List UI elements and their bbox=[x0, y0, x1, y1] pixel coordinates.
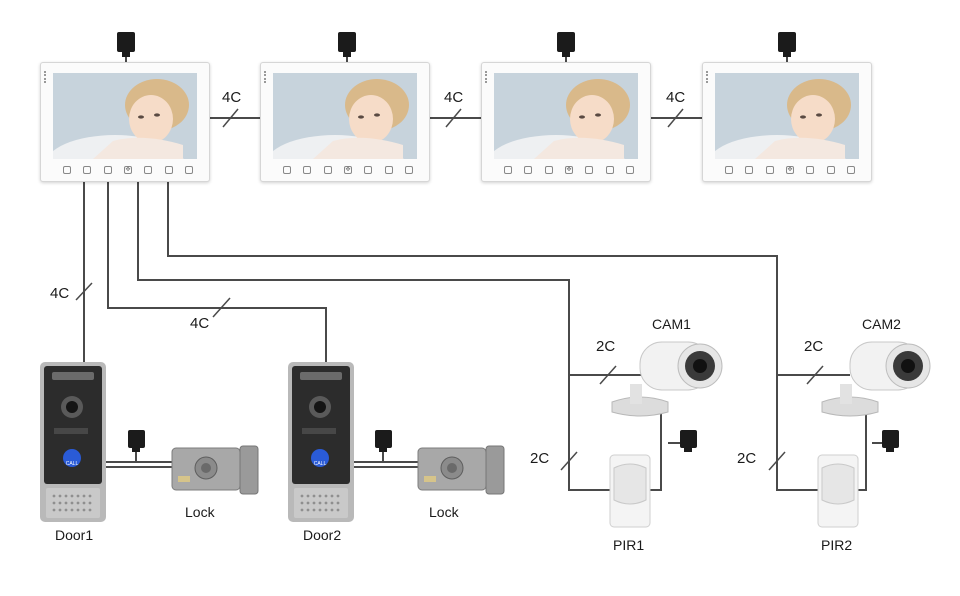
power-adapter-icon bbox=[338, 32, 356, 57]
link-label: 4C bbox=[222, 89, 242, 106]
link-label: 2C bbox=[530, 450, 550, 467]
monitor-2: ✥ bbox=[260, 62, 430, 182]
link-label: 2C bbox=[596, 338, 616, 355]
device-label-door2: Door2 bbox=[303, 527, 342, 543]
doorbell-camera-icon bbox=[40, 362, 106, 522]
device-label-cam1: CAM1 bbox=[652, 316, 691, 332]
monitor-4: ✥ bbox=[702, 62, 872, 182]
link-label: 4C bbox=[444, 89, 464, 106]
monitor-screen-photo bbox=[273, 73, 417, 159]
wire-cam1-pir1 bbox=[568, 375, 610, 491]
device-label-cam2: CAM2 bbox=[862, 316, 901, 332]
power-adapter-icon bbox=[128, 430, 145, 452]
link-label: 4C bbox=[190, 315, 210, 332]
power-adapter-icon bbox=[375, 430, 392, 452]
link-label: 4C bbox=[50, 285, 70, 302]
link-label: 2C bbox=[737, 450, 757, 467]
bullet-camera-icon bbox=[611, 341, 723, 417]
device-label-lock1: Lock bbox=[185, 504, 215, 520]
power-adapter-icon bbox=[557, 32, 575, 57]
link-label: 4C bbox=[666, 89, 686, 106]
electric-lock-icon bbox=[417, 445, 505, 495]
monitor-screen-photo bbox=[53, 73, 197, 159]
wire-cam2-pir2 bbox=[776, 375, 818, 491]
wire-monitor1-door2 bbox=[107, 180, 327, 362]
power-adapter-icon bbox=[117, 32, 135, 57]
wire-cam2-pir2-right bbox=[858, 405, 867, 491]
device-label-lock2: Lock bbox=[429, 504, 459, 520]
device-label-pir2: PIR2 bbox=[821, 537, 853, 553]
monitor-screen-photo bbox=[494, 73, 638, 159]
link-label: 2C bbox=[804, 338, 824, 355]
monitor-screen-photo bbox=[715, 73, 859, 159]
device-label-pir1: PIR1 bbox=[613, 537, 645, 553]
power-adapter-icon bbox=[778, 32, 796, 57]
pir-sensor-icon bbox=[817, 454, 859, 528]
monitor-3: ✥ bbox=[481, 62, 651, 182]
wire-monitor1-cam1 bbox=[137, 180, 642, 376]
wire-cam1-pir1-right bbox=[650, 405, 662, 491]
electric-lock-icon bbox=[171, 445, 259, 495]
doorbell-camera-icon bbox=[288, 362, 354, 522]
call-button-text: CALL bbox=[66, 461, 79, 467]
device-label-door1: Door1 bbox=[55, 527, 94, 543]
bullet-camera-icon bbox=[821, 341, 931, 417]
call-button-text: CALL bbox=[314, 461, 327, 467]
power-adapter-icon bbox=[882, 430, 899, 452]
wire-monitor1-cam2 bbox=[167, 180, 850, 376]
power-adapter-icon bbox=[680, 430, 697, 452]
monitor-1: ✥ bbox=[40, 62, 210, 182]
pir-sensor-icon bbox=[609, 454, 651, 528]
